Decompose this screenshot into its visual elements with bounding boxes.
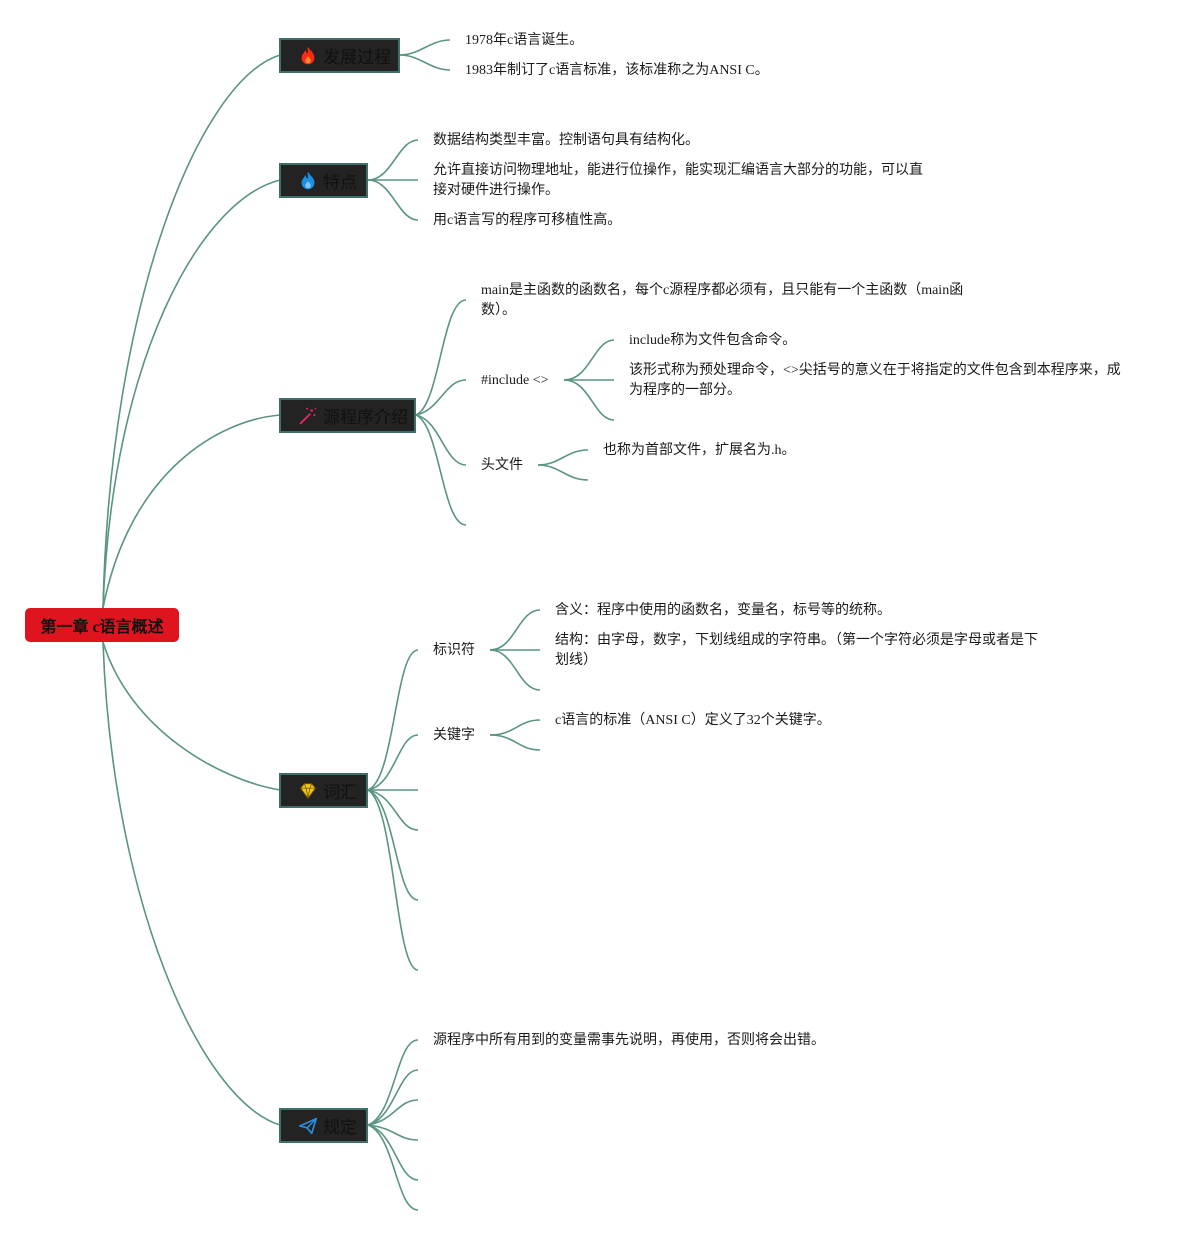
features-item-1: 数据结构类型丰富。控制语句具有结构化。 — [433, 133, 699, 148]
diamond-icon — [297, 780, 319, 802]
include-item-2: 该形式称为预处理命令，<>尖括号的意义在于将指定的文件包含到本程序来，成为程序的… — [629, 363, 1121, 398]
topic-history[interactable]: 发展过程 — [279, 38, 400, 73]
features-item-2: 允许直接访问物理地址，能进行位操作，能实现汇编语言大部分的功能，可以直接对硬件进… — [433, 163, 923, 198]
history-item-1: 1978年c语言诞生。 — [465, 33, 584, 48]
paper-plane-icon — [297, 1115, 319, 1137]
features-item-3: 用c语言写的程序可移植性高。 — [433, 213, 622, 228]
header-item-1: 也称为首部文件，扩展名为.h。 — [603, 443, 796, 458]
identifier-item-2: 结构：由字母，数字，下划线组成的字符串。（第一个字符必须是字母或者是下划线） — [555, 633, 1038, 668]
rules-item-1: 源程序中所有用到的变量需事先说明，再使用，否则将会出错。 — [433, 1033, 825, 1048]
fire-blue-icon — [297, 170, 319, 192]
source-main-item: main是主函数的函数名，每个c源程序都必须有，且只能有一个主函数（main函数… — [481, 283, 964, 318]
topic-rules-label: 规定 — [323, 1118, 357, 1137]
topic-vocab-label: 词汇 — [323, 783, 357, 802]
root-topic-label: 第一章 c语言概述 — [40, 619, 164, 636]
topic-features[interactable]: 特点 — [279, 163, 368, 198]
fire-red-icon — [297, 45, 319, 67]
topic-vocab[interactable]: 词汇 — [279, 773, 368, 808]
keyword-item-1: c语言的标准（ANSI C）定义了32个关键字。 — [555, 713, 831, 728]
source-include-label[interactable]: #include <> — [481, 373, 549, 388]
include-item-1: include称为文件包含命令。 — [629, 333, 797, 348]
source-header-label[interactable]: 头文件 — [481, 458, 523, 473]
vocab-identifier-label[interactable]: 标识符 — [433, 643, 475, 658]
topic-source-label: 源程序介绍 — [323, 408, 408, 427]
identifier-item-1: 含义：程序中使用的函数名，变量名，标号等的统称。 — [555, 603, 891, 618]
topic-features-label: 特点 — [323, 173, 357, 192]
history-item-2: 1983年制订了c语言标准，该标准称之为ANSI C。 — [465, 63, 769, 78]
topic-history-label: 发展过程 — [323, 48, 391, 67]
topic-rules[interactable]: 规定 — [279, 1108, 368, 1143]
root-topic[interactable]: 第一章 c语言概述 — [25, 608, 179, 642]
topic-source[interactable]: 源程序介绍 — [279, 398, 416, 433]
vocab-keyword-label[interactable]: 关键字 — [433, 728, 475, 743]
magic-wand-icon — [297, 405, 319, 427]
